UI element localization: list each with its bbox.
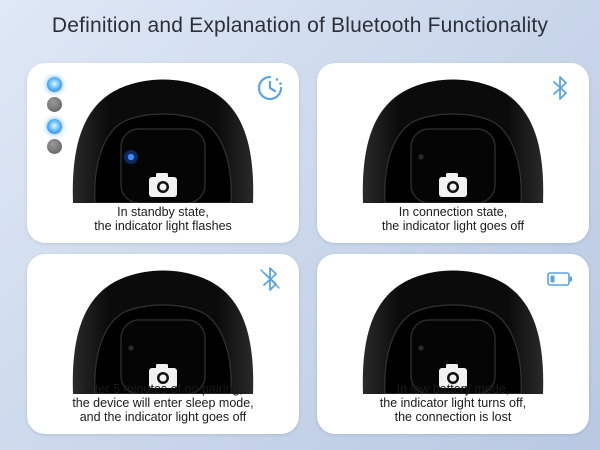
camera-icon (439, 173, 467, 197)
connection-card: In connection state, the indicator light… (317, 63, 589, 243)
indicator-led (128, 345, 134, 351)
low-battery-icon (547, 272, 572, 286)
remote-shutter-device (362, 270, 544, 394)
led-off-dot (47, 139, 62, 154)
led-on-dot (47, 119, 62, 134)
camera-icon (149, 364, 177, 388)
indicator-led (418, 345, 424, 351)
remote-shutter-device (362, 79, 544, 203)
low-battery-card: In low battery mode, the indicator light… (317, 254, 589, 434)
standby-card: In standby state, the indicator light fl… (27, 63, 299, 243)
indicator-led (124, 150, 138, 164)
card-caption: In connection state, the indicator light… (381, 205, 525, 233)
sleep-mode-card: After 5 minutes of no pairing, the devic… (27, 254, 299, 434)
clock-icon (257, 75, 283, 101)
led-on-dot (47, 77, 62, 92)
indicator-status-dots (45, 77, 65, 157)
led-off-dot (47, 97, 62, 112)
remote-shutter-device (72, 79, 254, 203)
page-title: Definition and Explanation of Bluetooth … (51, 14, 549, 37)
card-caption: After 5 minutes of no pairing, the devic… (72, 382, 254, 424)
bluetooth-off-icon (260, 267, 280, 291)
remote-shutter-device (72, 270, 254, 394)
bluetooth-icon (553, 76, 567, 100)
card-caption: In low battery mode, the indicator light… (379, 382, 527, 424)
indicator-led (418, 154, 424, 160)
card-caption: In standby state, the indicator light fl… (94, 205, 232, 233)
camera-icon (439, 364, 467, 388)
camera-icon (149, 173, 177, 197)
